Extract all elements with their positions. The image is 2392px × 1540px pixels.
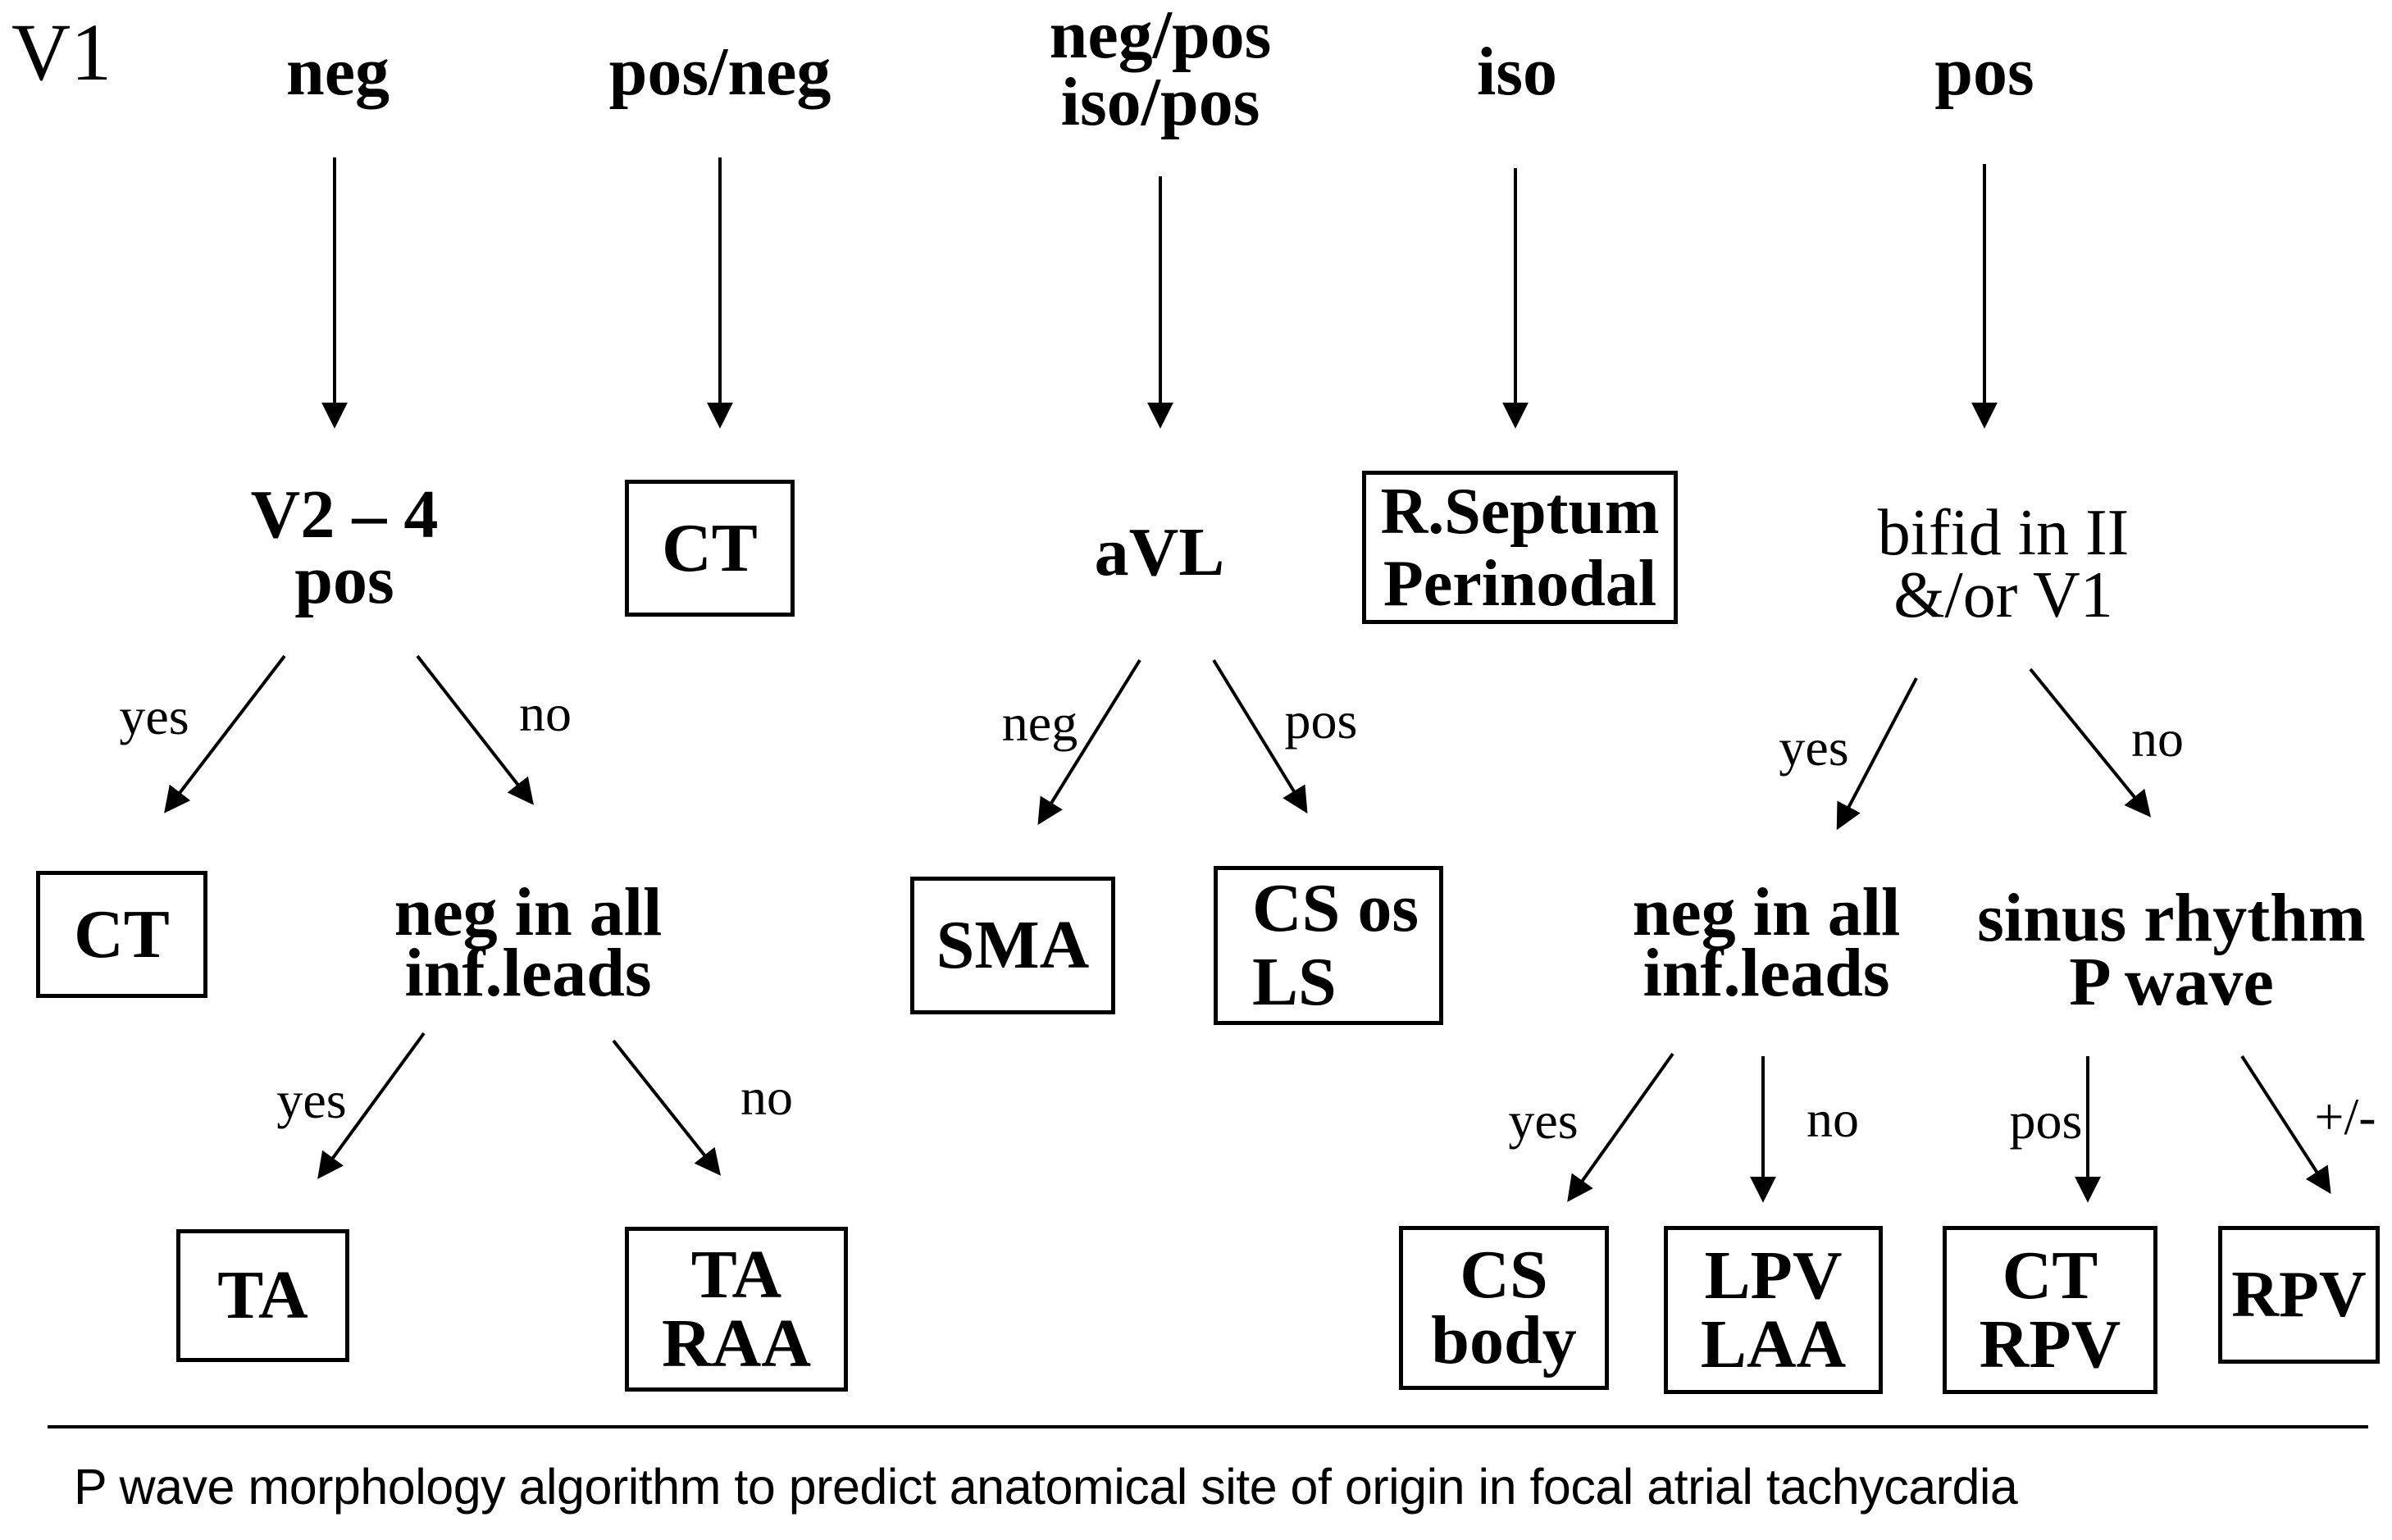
decision-v2-4-line2: pos <box>294 542 394 618</box>
top-label-neg: neg <box>286 34 390 110</box>
arrow-leftinf-yes-to-ta <box>317 1032 426 1179</box>
lead-v1-label: V1 <box>11 7 112 98</box>
result-box-rseptum-line1: R.Septum <box>1380 475 1660 548</box>
result-box-ta: TA <box>176 1229 349 1362</box>
arrow-bifid-yes-to-neginf <box>1836 677 1918 831</box>
edge-label-leftinf-no: no <box>740 1068 793 1126</box>
edge-label-v24-no: no <box>519 684 572 742</box>
result-box-lpv-laa-line1: LPV <box>1704 1237 1843 1314</box>
decision-v2-4-line1: V2 – 4 <box>250 476 439 553</box>
result-box-cs-body-line1: CS <box>1460 1237 1548 1313</box>
result-box-ta-raa-line2: RAA <box>662 1305 811 1382</box>
edge-label-sinus-pos: pos <box>2009 1091 2083 1150</box>
result-box-cs-os-line2: LS <box>1252 944 1337 1020</box>
decision-sinus-line2: P wave <box>2069 944 2274 1020</box>
result-box-sma: SMA <box>910 877 1115 1014</box>
edge-label-avl-neg: neg <box>1001 694 1078 752</box>
result-box-rpv-text: RPV <box>2231 1259 2367 1331</box>
arrow-avl-pos-to-csos <box>1212 658 1308 814</box>
edge-label-bifid-yes: yes <box>1779 718 1849 777</box>
decision-neg-inferior-right: neg in all inf.leads <box>1632 874 1901 1011</box>
decision-neg-inferior-right-line2: inf.leads <box>1643 935 1890 1011</box>
result-box-rseptum-perinodal: R.Septum Perinodal <box>1362 471 1678 624</box>
top-label-pos: pos <box>1934 34 2034 110</box>
edge-label-sinus-plus-minus: +/- <box>2314 1087 2376 1146</box>
result-box-sma-text: SMA <box>936 907 1090 983</box>
decision-neg-inferior-left-line2: inf.leads <box>404 935 652 1011</box>
result-box-cs-os-line1: CS os <box>1252 870 1419 946</box>
arrow-sinus-pm-to-rpv <box>2240 1055 2331 1195</box>
result-box-rpv: RPV <box>2218 1226 2380 1364</box>
result-box-lpv-laa-line2: LAA <box>1700 1305 1847 1383</box>
decision-bifid: bifid in II &/or V1 <box>1877 497 2130 631</box>
figure-divider-line <box>48 1425 2368 1428</box>
top-label-pos-neg: pos/neg <box>608 34 832 110</box>
decision-neg-inferior-left-line1: neg in all <box>394 874 663 950</box>
result-box-ta-raa: TA RAA <box>625 1227 848 1392</box>
arrow-bifid-no-to-sinus <box>2029 667 2152 818</box>
edge-label-bifid-no: no <box>2131 709 2184 768</box>
decision-avl: aVL <box>1094 514 1225 590</box>
edge-label-leftinf-yes: yes <box>276 1071 347 1129</box>
result-box-ct-rpv-line1: CT <box>2002 1237 2098 1314</box>
top-label-negpos-line2: iso/pos <box>1060 64 1260 140</box>
arrow-leftinf-no-to-taraa <box>612 1039 721 1176</box>
result-box-lpv-laa: LPV LAA <box>1664 1226 1883 1394</box>
result-box-rseptum-line2: Perinodal <box>1383 547 1657 620</box>
edge-label-v24-yes: yes <box>119 687 189 745</box>
edge-label-rightinf-yes: yes <box>1508 1091 1579 1150</box>
decision-neg-inferior-right-line1: neg in all <box>1632 874 1901 950</box>
decision-v2-4-pos: V2 – 4 pos <box>250 476 439 618</box>
result-box-ct-left-text: CT <box>74 895 170 973</box>
result-box-ct-rpv: CT RPV <box>1943 1226 2157 1394</box>
arrow-v24-yes-to-ct <box>164 654 286 813</box>
decision-neg-inferior-left: neg in all inf.leads <box>394 874 663 1011</box>
result-box-cs-body-line2: body <box>1431 1302 1577 1378</box>
result-box-cs-os-ls: CS os LS <box>1214 866 1443 1025</box>
result-box-cs-body: CS body <box>1399 1226 1609 1390</box>
result-box-ct-rpv-line2: RPV <box>1979 1305 2121 1383</box>
arrow-rightinf-yes-to-csbody <box>1567 1052 1674 1202</box>
arrow-avl-neg-to-sma <box>1037 658 1141 826</box>
result-box-ta-raa-line1: TA <box>690 1236 782 1313</box>
decision-sinus-rhythm-p-wave: sinus rhythm P wave <box>1977 880 2366 1020</box>
figure-caption: P wave morphology algorithm to predict a… <box>74 1459 2018 1515</box>
result-box-ct-upper-text: CT <box>662 509 758 586</box>
edge-label-avl-pos: pos <box>1284 691 1358 749</box>
decision-bifid-line1: bifid in II <box>1877 497 2130 569</box>
top-label-iso: iso <box>1476 34 1558 110</box>
result-box-ta-text: TA <box>217 1257 308 1333</box>
arrow-v24-no-to-neginf <box>416 654 534 805</box>
result-box-ct-left: CT <box>36 871 207 998</box>
result-box-ct-upper: CT <box>625 480 795 617</box>
top-label-negpos-isopos: neg/pos iso/pos <box>1049 0 1272 140</box>
edge-label-rightinf-no: no <box>1807 1090 1859 1148</box>
decision-sinus-line1: sinus rhythm <box>1977 880 2366 956</box>
decision-bifid-line2: &/or V1 <box>1893 559 2113 631</box>
top-label-negpos-line1: neg/pos <box>1049 0 1272 73</box>
